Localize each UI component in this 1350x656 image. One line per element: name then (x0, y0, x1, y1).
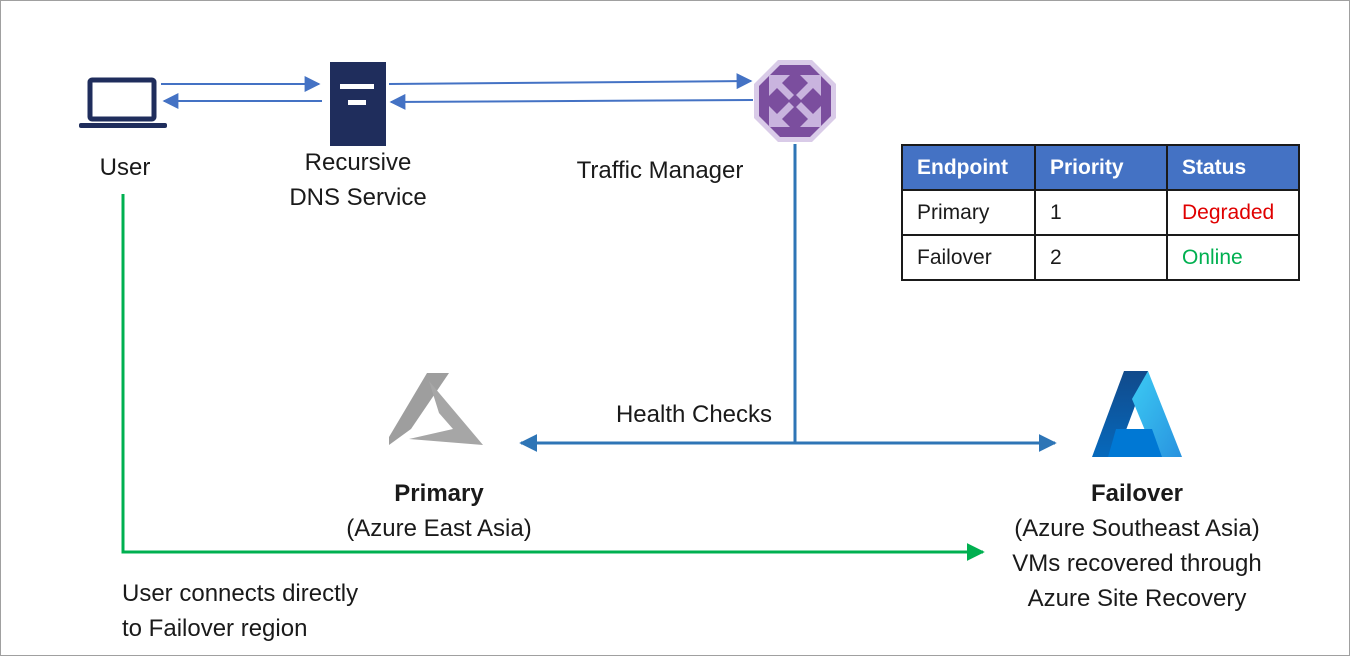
endpoint-table-header-row: Endpoint Priority Status (901, 144, 1300, 191)
status-cell: Degraded (1166, 189, 1300, 236)
header-priority: Priority (1034, 144, 1168, 191)
failover-title: Failover (1090, 480, 1184, 507)
primary-title: Primary (394, 480, 484, 507)
endpoint-table: Endpoint Priority Status Primary 1 Degra… (901, 144, 1300, 281)
arrow-dns-to-traffic-manager (388, 73, 753, 90)
dns-label-line1: Recursive (304, 149, 412, 176)
failover-recovery-line2: Azure Site Recovery (1027, 585, 1247, 612)
user-connects-label-line2: to Failover region (122, 615, 308, 642)
table-row: Failover 2 Online (901, 234, 1300, 281)
failover-region: (Azure Southeast Asia) (1014, 515, 1260, 542)
azure-logo-gray-icon (389, 373, 483, 445)
table-row: Primary 1 Degraded (901, 189, 1300, 236)
traffic-manager-icon (754, 60, 836, 142)
user-direct-path (121, 194, 985, 561)
status-cell: Online (1166, 234, 1300, 281)
traffic-manager-label: Traffic Manager (576, 157, 744, 184)
arrow-traffic-manager-to-dns (389, 93, 754, 110)
priority-cell: 2 (1034, 234, 1168, 281)
failover-recovery-line1: VMs recovered through (1012, 550, 1262, 577)
header-endpoint: Endpoint (901, 144, 1036, 191)
user-connects-label-line1: User connects directly (122, 580, 359, 607)
dns-label-line2: DNS Service (289, 184, 427, 211)
priority-cell: 1 (1034, 189, 1168, 236)
header-status: Status (1166, 144, 1300, 191)
primary-subtitle: (Azure East Asia) (346, 515, 532, 542)
endpoint-cell: Failover (901, 234, 1036, 281)
endpoint-cell: Primary (901, 189, 1036, 236)
health-checks-label: Health Checks (615, 401, 773, 428)
laptop-icon (79, 77, 167, 128)
server-icon (330, 62, 386, 146)
azure-logo-blue-icon (1092, 371, 1182, 457)
user-label: User (99, 154, 151, 181)
